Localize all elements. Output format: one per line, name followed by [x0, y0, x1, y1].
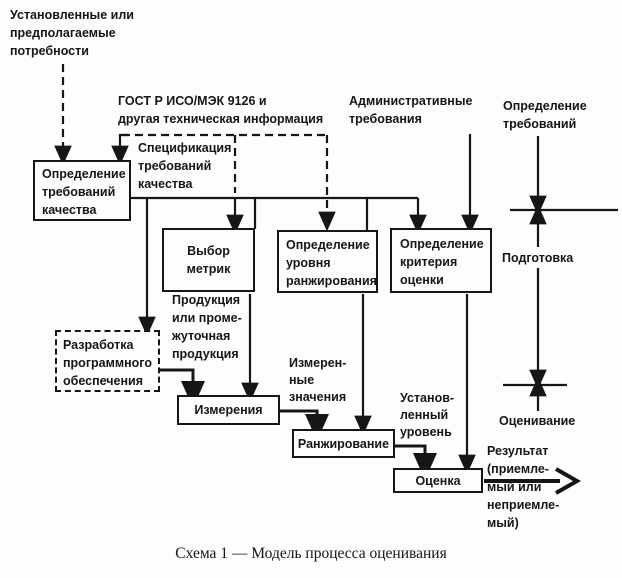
box-software-dev-line: программного [63, 356, 152, 370]
label-spec-line: качества [138, 177, 193, 191]
box-rank-level: Определение уровня ранжирования [277, 230, 378, 293]
box-evaluation-label: Оценка [415, 473, 461, 488]
box-measure-label: Измерения [194, 403, 263, 417]
label-podgotovka: Подготовка [502, 249, 573, 267]
arrow-measure-to-ranking [279, 409, 329, 441]
arrow-software-to-measure [160, 368, 205, 408]
label-admin-line: Административные [349, 94, 473, 108]
box-metrics-line: метрик [186, 262, 231, 276]
label-result: Результат (приемле- мый или неприемле- м… [487, 442, 559, 532]
box-metrics: Выбор метрик [162, 228, 255, 292]
label-result-line: (приемле- [487, 462, 549, 476]
label-ocenivanie: Оценивание [499, 412, 575, 430]
label-ocenivanie-text: Оценивание [499, 414, 576, 428]
label-gost-line: ГОСТ Р ИСО/МЭК 9126 и [118, 94, 267, 108]
label-def-req-phase: Определение требований [503, 97, 587, 133]
label-result-line: неприемле- [487, 498, 560, 512]
label-production-line: продукция [172, 347, 239, 361]
box-criteria-line: Определение [400, 237, 484, 251]
label-def-req-phase-line: Определение [503, 99, 587, 113]
box-ranking: Ранжирование [292, 429, 395, 458]
label-measured-values-line: ные [289, 373, 315, 387]
label-production-line: жуточная [172, 329, 231, 343]
box-rank-level-line: Определение [286, 238, 370, 252]
box-req-quality-line: Определение [42, 167, 126, 181]
result-arrowhead-icon [555, 467, 582, 495]
label-needs: Установленные или предполагаемые потребн… [10, 6, 134, 60]
arrow-ranking-to-evaluation [394, 444, 437, 480]
label-established-level: Установ- ленный уровень [400, 390, 454, 441]
label-result-line: Результат [487, 444, 549, 458]
label-gost-line: другая техническая информация [118, 112, 324, 126]
label-established-level-line: уровень [400, 425, 452, 439]
box-software-dev: Разработка программного обеспечения [55, 330, 160, 392]
box-req-quality-line: качества [42, 203, 97, 217]
box-evaluation: Оценка [393, 468, 483, 493]
label-admin-line: требования [349, 112, 422, 126]
box-rank-level-line: уровня [286, 256, 331, 270]
label-measured-values-line: значения [289, 390, 347, 404]
label-gost: ГОСТ Р ИСО/МЭК 9126 и другая техническая… [118, 92, 323, 128]
box-rank-level-line: ранжирования [286, 274, 377, 288]
box-software-dev-line: Разработка [63, 338, 134, 352]
box-req-quality-line: требований [42, 185, 116, 199]
label-needs-line: Установленные или [10, 8, 134, 22]
diagram-caption: Схема 1 — Модель процесса оценивания [175, 545, 447, 562]
label-established-level-line: ленный [400, 408, 449, 422]
box-ranking-label: Ранжирование [297, 436, 390, 451]
box-req-quality: Определение требований качества [33, 160, 131, 221]
label-spec-line: Спецификация [138, 141, 232, 155]
label-production-line: или проме- [172, 311, 242, 325]
box-software-dev-line: обеспечения [63, 374, 144, 388]
label-needs-line: потребности [10, 44, 89, 58]
label-production-line: Продукция [172, 293, 241, 307]
label-result-line: мый или [487, 480, 542, 494]
box-criteria-line: оценки [400, 273, 444, 287]
label-needs-line: предполагаемые [10, 26, 116, 40]
label-result-line: мый) [487, 516, 519, 530]
box-metrics-line: Выбор [187, 244, 230, 258]
label-measured-values-line: Измерен- [289, 356, 347, 370]
label-measured-values: Измерен- ные значения [289, 355, 346, 406]
box-criteria-line: критерия [400, 255, 458, 269]
label-production: Продукция или проме- жуточная продукция [172, 291, 242, 363]
arrow-spec-to-req-quality [111, 133, 129, 166]
box-measure: Измерения [177, 395, 280, 425]
label-podgotovka-text: Подготовка [502, 251, 574, 265]
label-def-req-phase-line: требований [503, 117, 577, 131]
label-spec-line: требований [138, 159, 212, 173]
label-established-level-line: Установ- [400, 391, 455, 405]
box-criteria: Определение критерия оценки [390, 228, 492, 293]
label-admin: Административные требования [349, 92, 472, 128]
label-spec: Спецификация требований качества [138, 139, 231, 193]
